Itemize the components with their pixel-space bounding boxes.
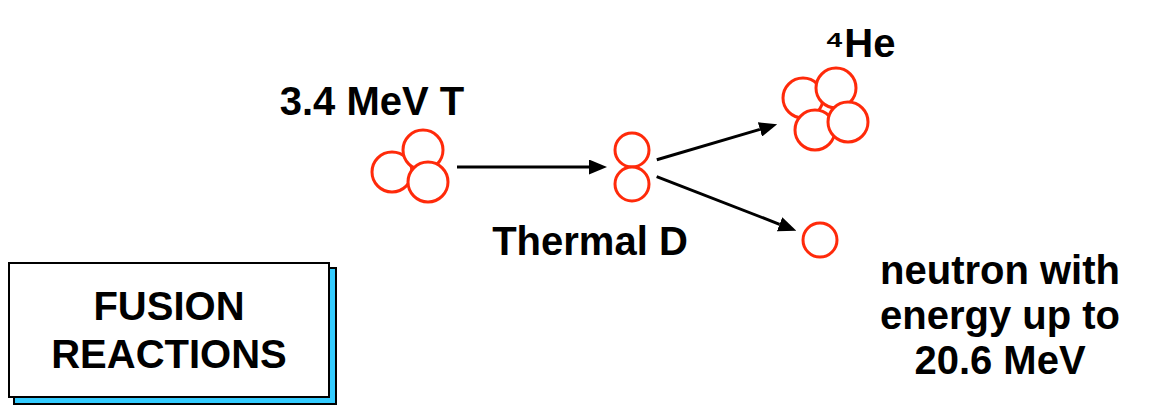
particle-label: Thermal D bbox=[460, 218, 720, 264]
title-text: FUSION REACTIONS bbox=[40, 282, 298, 378]
nucleon-circle bbox=[615, 167, 649, 201]
particle-label: 3.4 MeV T bbox=[262, 78, 482, 124]
nucleon-outline bbox=[612, 130, 652, 204]
nucleon-outline bbox=[801, 221, 839, 259]
reaction-arrow bbox=[657, 129, 760, 159]
nucleon-outline bbox=[368, 128, 452, 206]
nucleon-circle bbox=[803, 223, 837, 257]
nucleon-outline bbox=[782, 66, 870, 154]
nucleon-circle bbox=[615, 133, 649, 167]
particle-label: ⁴He bbox=[790, 20, 930, 66]
nucleon-circle bbox=[408, 162, 448, 202]
particle-label: neutron with energy up to 20.6 MeV bbox=[845, 248, 1155, 383]
title-box: FUSION REACTIONS bbox=[8, 262, 330, 398]
neutron-particle: neutron with energy up to 20.6 MeV bbox=[801, 221, 839, 259]
nucleon-circle bbox=[828, 102, 868, 142]
reaction-arrow bbox=[657, 177, 780, 225]
reaction-arrow bbox=[457, 166, 589, 169]
triton-cluster: 3.4 MeV T bbox=[368, 128, 452, 206]
helium-cluster: ⁴He bbox=[782, 66, 870, 154]
deuteron-cluster: Thermal D bbox=[612, 130, 652, 204]
